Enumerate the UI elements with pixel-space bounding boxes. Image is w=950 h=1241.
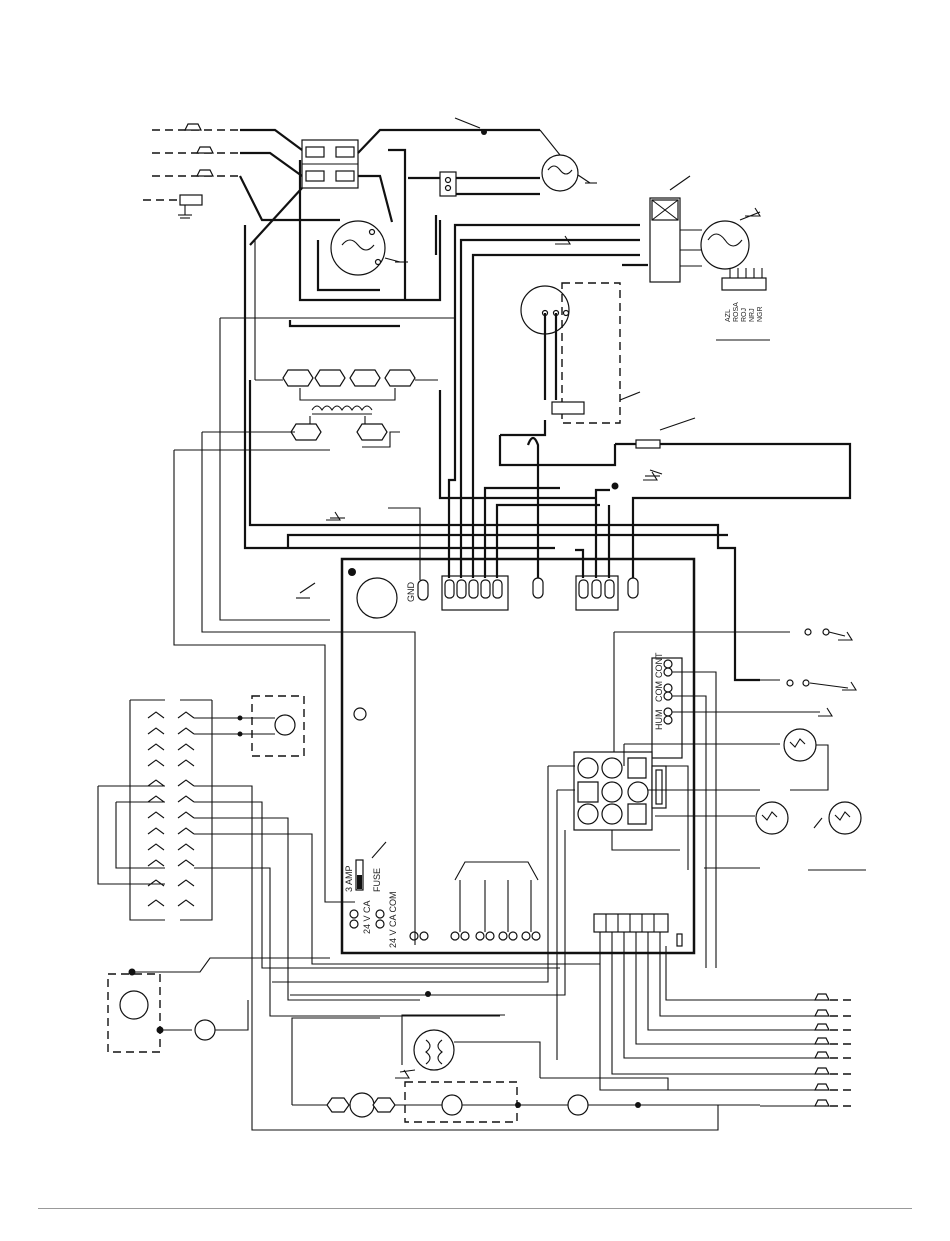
lead-label: NGR [757,306,764,322]
gas-valve [400,1015,760,1090]
ignitor-circuit [292,991,760,1122]
flame-sensor [615,418,850,498]
motor-lead-labels: AZL ROSA ROJ NRJ NGR [725,302,764,322]
rollout-switch [408,172,540,196]
harness-pins-right [178,712,194,906]
fuse-label: FUSE [372,868,382,892]
hum-label: HUM [654,710,664,731]
footer-rule [38,1208,912,1209]
harness-pins-left [148,712,164,906]
lead-label: ROSA [733,302,740,322]
cont-label: CONT [654,652,664,678]
vac-24-label: 24 V CA [362,900,372,934]
gnd-label: GND [406,582,416,603]
com-label: COM [654,681,664,702]
humidifier-motor [240,696,304,756]
lead-label: ROJ [741,308,748,322]
inducer-motor [540,130,597,191]
limit-switches [756,729,861,834]
door-switch [302,140,358,188]
vac-24-com-label: 24 V CA COM [388,891,398,948]
lead-label: NRJ [749,308,756,322]
line-wiring [240,118,540,300]
line-voltage-input [143,124,240,218]
ground-terminal [180,195,202,205]
thermostat-terminals [600,932,856,1106]
condensate-pump [108,958,330,1052]
blower-motor [331,221,408,275]
lead-label: AZL [725,309,732,322]
fuse-rating-label: 3 AMP [344,865,354,892]
transformer [255,370,438,440]
pressure-switch [521,283,640,423]
